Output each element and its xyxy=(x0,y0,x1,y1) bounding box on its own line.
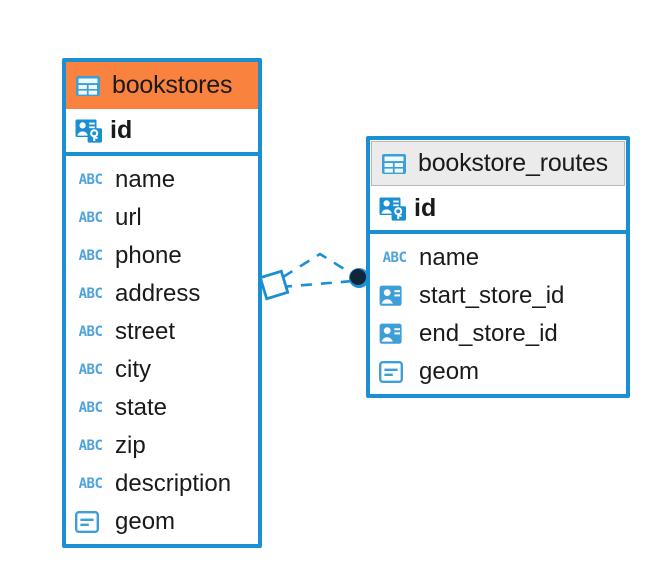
abc-text-icon: ABC xyxy=(78,286,103,302)
relationship-line-lower xyxy=(280,279,354,289)
entity-bookstores-header[interactable]: bookstores xyxy=(66,62,258,109)
field-label-end-store-id: end_store_id xyxy=(419,320,558,347)
primary-key-icon xyxy=(379,196,407,222)
field-row-end-store-id[interactable]: end_store_id xyxy=(370,315,626,353)
field-row-name[interactable]: ABC name xyxy=(370,239,626,277)
entity-bookstore-routes-fields: ABC name start_store_id xyxy=(370,234,626,397)
table-icon xyxy=(381,153,407,175)
field-label-id: id xyxy=(110,116,133,144)
field-label-name: name xyxy=(419,244,480,271)
field-row-address[interactable]: ABC address xyxy=(66,275,258,313)
field-row-geom[interactable]: geom xyxy=(66,503,258,541)
entity-bookstores[interactable]: bookstores id ABC name ABC xyxy=(62,58,262,548)
field-label-phone: phone xyxy=(115,242,182,269)
foreign-key-icon xyxy=(379,323,410,345)
geometry-icon xyxy=(379,361,410,383)
field-label-name: name xyxy=(115,166,176,193)
field-row-id[interactable]: id xyxy=(66,109,258,156)
geometry-icon xyxy=(75,511,106,533)
abc-text-icon: ABC xyxy=(78,324,103,340)
table-icon xyxy=(75,75,101,97)
field-label-street: street xyxy=(115,318,176,345)
field-row-geom[interactable]: geom xyxy=(370,353,626,391)
abc-text-icon: ABC xyxy=(78,476,103,492)
field-label-geom: geom xyxy=(419,358,480,385)
abc-text-icon: ABC xyxy=(382,250,407,266)
relationship-line-upper xyxy=(282,252,358,279)
field-label-start-store-id: start_store_id xyxy=(419,282,565,309)
field-row-street[interactable]: ABC street xyxy=(66,313,258,351)
field-label-address: address xyxy=(115,280,201,307)
field-label-id: id xyxy=(414,194,437,222)
field-row-state[interactable]: ABC state xyxy=(66,389,258,427)
abc-text-icon: ABC xyxy=(78,400,103,416)
field-label-zip: zip xyxy=(115,432,146,459)
field-row-name[interactable]: ABC name xyxy=(66,161,258,199)
entity-bookstore-routes-header[interactable]: bookstore_routes xyxy=(371,141,625,186)
entity-bookstore-routes[interactable]: bookstore_routes id ABC name xyxy=(366,136,630,398)
abc-text-icon: ABC xyxy=(78,210,103,226)
field-row-description[interactable]: ABC description xyxy=(66,465,258,503)
abc-text-icon: ABC xyxy=(78,362,103,378)
abc-text-icon: ABC xyxy=(78,438,103,454)
abc-text-icon: ABC xyxy=(78,172,103,188)
entity-bookstores-name: bookstores xyxy=(112,71,233,99)
field-row-zip[interactable]: ABC zip xyxy=(66,427,258,465)
entity-bookstores-fields: ABC name ABC url ABC phone ABC address A… xyxy=(66,156,258,547)
field-label-city: city xyxy=(115,356,151,383)
entity-bookstore-routes-name: bookstore_routes xyxy=(418,149,608,177)
abc-text-icon: ABC xyxy=(78,248,103,264)
diamond-marker[interactable] xyxy=(258,269,290,301)
primary-key-icon xyxy=(75,118,103,144)
field-row-city[interactable]: ABC city xyxy=(66,351,258,389)
field-label-state: state xyxy=(115,394,168,421)
field-row-url[interactable]: ABC url xyxy=(66,199,258,237)
field-label-url: url xyxy=(115,204,142,231)
field-row-phone[interactable]: ABC phone xyxy=(66,237,258,275)
field-row-id[interactable]: id xyxy=(370,187,626,234)
field-label-description: description xyxy=(115,470,232,497)
foreign-key-icon xyxy=(379,285,410,307)
field-row-start-store-id[interactable]: start_store_id xyxy=(370,277,626,315)
field-label-geom: geom xyxy=(115,508,176,535)
